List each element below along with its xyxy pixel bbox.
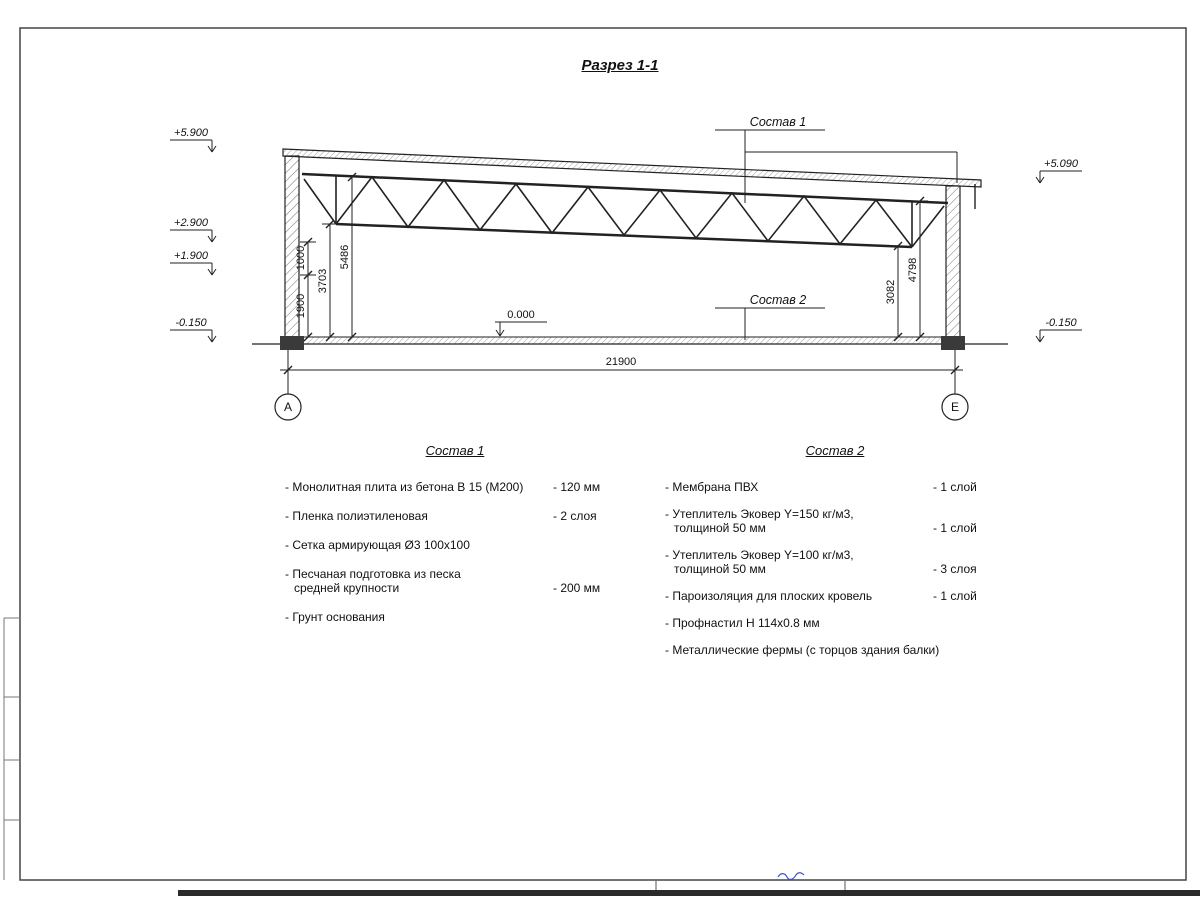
label-sostav1: Состав 1 xyxy=(750,115,806,129)
dimension-1900: 1900 xyxy=(295,294,307,318)
truss-diagonals xyxy=(335,175,913,248)
elevation-markers xyxy=(170,139,1082,343)
legend-item: - Профнастил Н 114х0.8 мм xyxy=(665,616,820,630)
elevation-left-base: -0.150 xyxy=(175,317,207,329)
leader-lines xyxy=(495,129,958,340)
legend-item: - Грунт основания xyxy=(285,610,385,624)
drawing-title: Разрез 1-1 xyxy=(581,57,659,74)
dimension-span: 21900 xyxy=(606,356,637,368)
legend-item: - Утеплитель Эковер Y=100 кг/м3, толщино… xyxy=(665,548,977,576)
sostav2-legend: Состав 2 - Мембрана ПВХ - 1 слой - Утепл… xyxy=(665,444,1045,670)
dimension-3082: 3082 xyxy=(885,280,897,304)
truss-bearing-right xyxy=(911,205,945,248)
axis-label-e: Е xyxy=(951,400,959,414)
wall-right xyxy=(945,185,961,338)
legend-item: - Пленка полиэтиленовая - 2 слоя xyxy=(285,509,597,523)
roof-truss xyxy=(301,172,949,249)
sostav2-legend-title: Состав 2 xyxy=(805,443,865,458)
elevation-left-mid1: +2.900 xyxy=(174,217,209,229)
truss-bearing-left xyxy=(303,178,337,225)
axis-label-a: А xyxy=(284,400,292,414)
label-sostav2: Состав 2 xyxy=(750,293,806,307)
axis-circle-e xyxy=(941,393,969,421)
floor-slab xyxy=(298,336,947,345)
axis-circle-a xyxy=(274,393,302,421)
side-stamp-boxes xyxy=(3,617,20,880)
dimension-3703: 3703 xyxy=(317,269,329,293)
dimension-1000: 1000 xyxy=(295,246,307,270)
footing-right xyxy=(941,336,965,350)
sostav1-legend-title: Состав 1 xyxy=(425,443,485,458)
legend-item: - Монолитная плита из бетона В 15 (М200)… xyxy=(285,480,601,494)
dimension-5486: 5486 xyxy=(339,245,351,269)
titleblock-cut-lines xyxy=(655,881,846,890)
legend-item: - Пароизоляция для плоских кровель - 1 с… xyxy=(665,589,977,603)
legend-item: - Мембрана ПВХ - 1 слой xyxy=(665,480,977,494)
legend-item: - Металлические фермы (с торцов здания б… xyxy=(665,643,940,657)
dimension-4798: 4798 xyxy=(907,258,919,282)
sheet-frame xyxy=(19,27,1187,881)
footing-left xyxy=(280,336,304,350)
label-zero-level: 0.000 xyxy=(507,309,535,321)
elevation-right-top: +5.090 xyxy=(1044,158,1079,170)
elevation-left-mid2: +1.900 xyxy=(174,250,209,262)
legend-item: - Утеплитель Эковер Y=150 кг/м3, толщино… xyxy=(665,507,977,535)
blue-pen-mark xyxy=(777,872,805,881)
legend-item: - Сетка армирующая Ø3 100х100 xyxy=(285,538,470,552)
dimension-ticks xyxy=(283,172,960,375)
truss-top-chord xyxy=(301,172,949,205)
sostav1-legend: Состав 1 - Монолитная плита из бетона В … xyxy=(285,444,665,639)
roof-slab xyxy=(282,148,982,188)
elevation-right-base: -0.150 xyxy=(1045,317,1077,329)
legend-item: - Песчаная подготовка из песка средней к… xyxy=(285,567,601,595)
scan-artifact-band xyxy=(178,890,1200,896)
elevation-left-top: +5.900 xyxy=(174,127,209,139)
